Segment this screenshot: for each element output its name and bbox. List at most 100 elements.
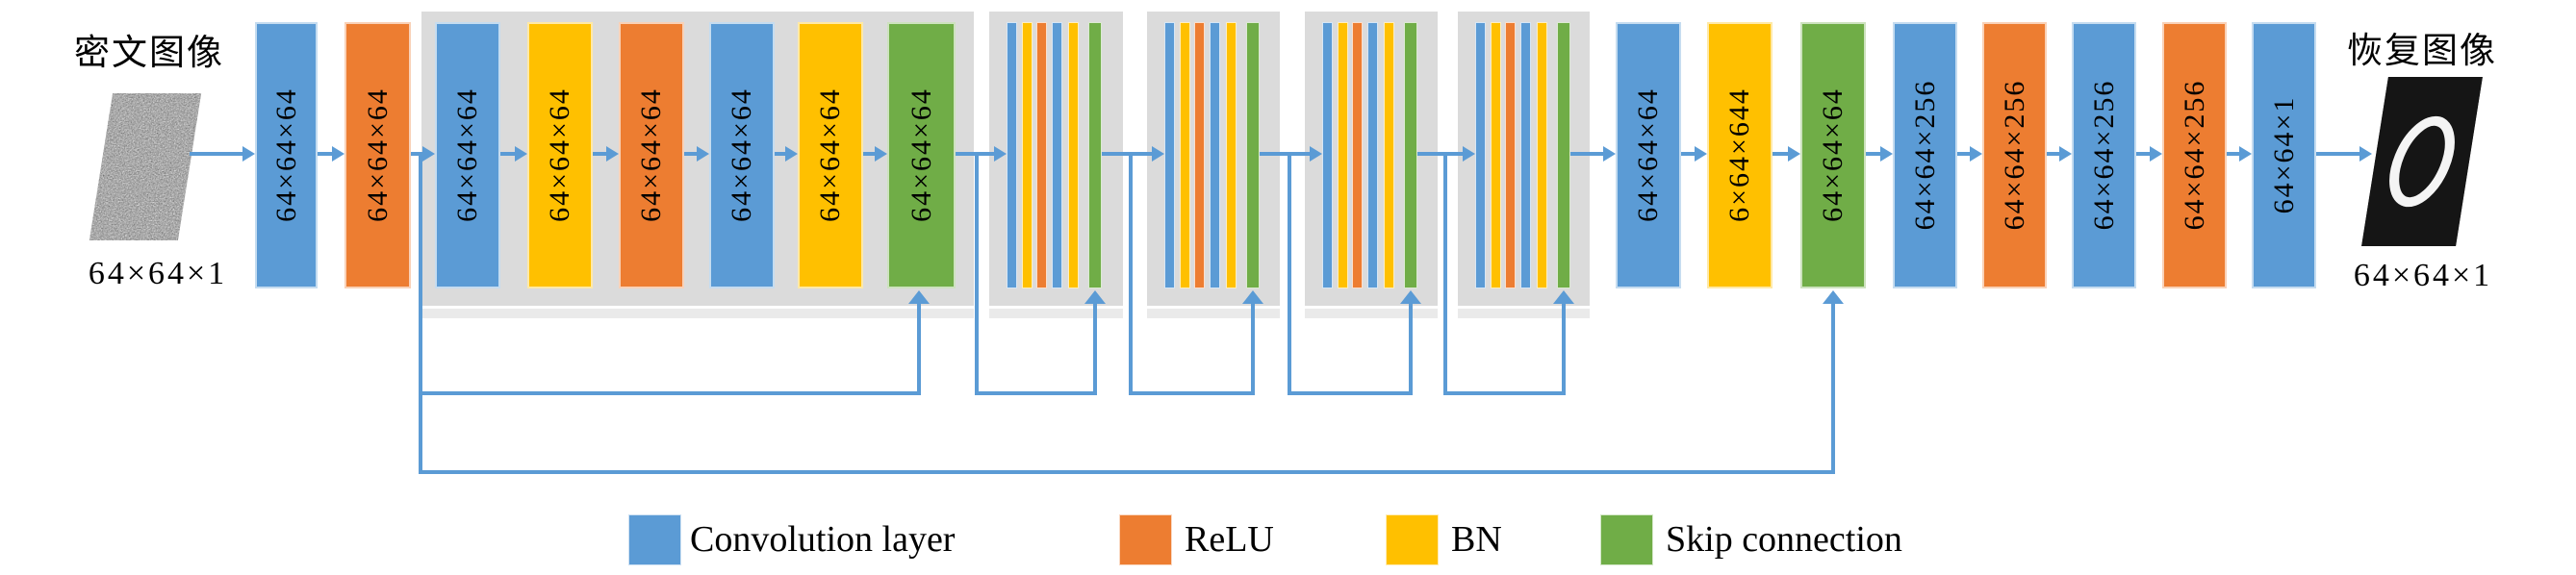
output-image-title: 恢复图像 — [2347, 32, 2497, 71]
legend-label: Skip connection — [1666, 519, 1902, 560]
layer-label: 64×64×256 — [2178, 79, 2210, 231]
group-bar-relu — [1036, 22, 1047, 288]
skip-line-rise — [1093, 302, 1097, 395]
residual-group-bg-strip — [1147, 309, 1280, 318]
group-bar-bn — [1068, 22, 1079, 288]
group-bar-conv — [1367, 22, 1378, 288]
group-bar-conv — [1322, 22, 1333, 288]
flow-arrowhead-right-icon — [1788, 146, 1800, 162]
flow-arrow-shaft — [2316, 152, 2361, 156]
layer-label: 64×64×64 — [635, 88, 667, 222]
flow-arrowhead-right-icon — [1603, 146, 1616, 162]
group-bar-relu — [1505, 22, 1516, 288]
flow-arrowhead-right-icon — [994, 146, 1007, 162]
skip-line-rail — [419, 391, 921, 395]
layer-block-bn — [1707, 22, 1773, 288]
group-bar-skip — [1557, 22, 1570, 288]
flow-arrow-shaft — [190, 152, 244, 156]
layer-label: 64×64×256 — [1908, 79, 1941, 231]
layer-label: 64×64×256 — [2087, 79, 2120, 231]
skip-line-rise — [1251, 302, 1255, 395]
flow-arrow-shaft — [411, 152, 424, 156]
flow-arrow-shaft — [1681, 152, 1696, 156]
flow-arrow-shaft — [2136, 152, 2152, 156]
legend-label: ReLU — [1185, 519, 1274, 560]
layer-block-relu — [344, 22, 411, 288]
group-bar-bn — [1180, 22, 1190, 288]
residual-group-bg-strip — [989, 309, 1123, 318]
layer-label: 64×64×256 — [1998, 79, 2030, 231]
group-bar-skip — [1246, 22, 1260, 288]
group-bar-relu — [1352, 22, 1363, 288]
flow-arrowhead-right-icon — [606, 146, 619, 162]
flow-arrow-shaft — [1570, 152, 1605, 156]
output-image-dims: 64×64×1 — [2353, 258, 2493, 293]
group-bar-conv — [1164, 22, 1175, 288]
flow-arrow-shaft — [2047, 152, 2061, 156]
legend-swatch-skip — [1600, 514, 1653, 565]
residual-group-bg-strip — [1458, 309, 1590, 318]
noise-texture — [89, 93, 202, 240]
flow-arrow-shaft — [1102, 152, 1154, 156]
group-bar-conv — [1052, 22, 1062, 288]
flow-arrow-shaft — [1957, 152, 1972, 156]
flow-arrowhead-right-icon — [332, 146, 344, 162]
flow-arrowhead-right-icon — [1695, 146, 1707, 162]
layer-label: 64×64×64 — [905, 88, 937, 222]
flow-arrow-shaft — [863, 152, 877, 156]
layer-block-bn — [798, 22, 863, 288]
skip-line-drop — [1443, 154, 1447, 395]
layer-label: 64×64×64 — [726, 88, 757, 222]
group-bar-conv — [1007, 22, 1017, 288]
layer-label: 64×64×64 — [814, 88, 846, 222]
skip-line-rise — [1562, 302, 1566, 395]
flow-arrowhead-right-icon — [2359, 146, 2372, 162]
legend-swatch-bn — [1386, 514, 1439, 565]
skip-arrowhead-up-icon — [1400, 290, 1421, 304]
legend-swatch-relu — [1119, 514, 1172, 565]
skip-line-rise — [1409, 302, 1413, 395]
flow-arrowhead-right-icon — [1310, 146, 1322, 162]
skip-arrowhead-up-icon — [1084, 290, 1106, 304]
skip-line-drop — [975, 154, 979, 395]
flow-arrowhead-right-icon — [1152, 146, 1164, 162]
skip-arrowhead-up-icon — [1823, 290, 1844, 304]
skip-line-drop — [1288, 154, 1291, 395]
flow-arrow-shaft — [1866, 152, 1882, 156]
layer-block-skip — [887, 22, 956, 288]
flow-arrow-shaft — [1773, 152, 1790, 156]
layer-label: 64×64×64 — [1632, 88, 1664, 222]
group-bar-skip — [1088, 22, 1102, 288]
input-image-dims: 64×64×1 — [88, 256, 228, 291]
flow-arrowhead-right-icon — [697, 146, 709, 162]
layer-label: 64×64×1 — [2267, 95, 2300, 214]
layer-block-relu — [1982, 22, 2047, 288]
flow-arrow-shaft — [593, 152, 608, 156]
group-bar-relu — [1194, 22, 1205, 288]
group-bar-bn — [1537, 22, 1547, 288]
skip-arrowhead-up-icon — [1242, 290, 1263, 304]
flow-arrowhead-right-icon — [1880, 146, 1893, 162]
legend-swatch-conv — [628, 514, 681, 565]
flow-arrow-shaft — [2227, 152, 2241, 156]
layer-label: 64×64×64 — [544, 88, 575, 222]
group-bar-skip — [1404, 22, 1417, 288]
layer-block-relu — [2162, 22, 2227, 288]
layer-block-conv — [2252, 22, 2316, 288]
legend-label: BN — [1451, 519, 1502, 560]
skip-line-rail — [1288, 391, 1413, 395]
flow-arrowhead-right-icon — [1463, 146, 1475, 162]
skip-arrowhead-up-icon — [1553, 290, 1574, 304]
layer-label: 6×64×644 — [1723, 88, 1755, 222]
skip-line-rail — [975, 391, 1097, 395]
flow-arrow-shaft — [318, 152, 334, 156]
layer-block-conv — [255, 22, 318, 288]
flow-arrow-shaft — [500, 152, 517, 156]
group-bar-bn — [1338, 22, 1348, 288]
skip-line-rise — [917, 302, 921, 395]
flow-arrowhead-right-icon — [2239, 146, 2252, 162]
flow-arrow-shaft — [956, 152, 996, 156]
layer-label: 64×64×64 — [361, 88, 394, 222]
